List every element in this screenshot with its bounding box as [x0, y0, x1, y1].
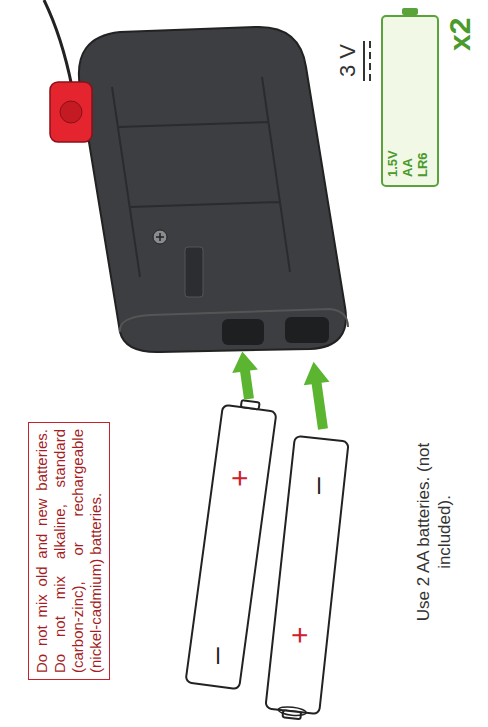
battery-spec: 1.5V — [385, 25, 400, 177]
battery-body — [185, 405, 276, 690]
insert-arrow — [301, 360, 336, 431]
battery-spec: LR6 — [415, 25, 430, 177]
screw — [153, 230, 167, 244]
switch-knob — [60, 101, 82, 123]
battery-icon-terminal — [402, 8, 418, 15]
battery — [185, 398, 277, 690]
polarity-sign: + — [221, 469, 259, 487]
wire — [44, 0, 72, 87]
arrow-shape — [301, 360, 336, 431]
battery-slot — [222, 319, 264, 345]
battery-holder — [79, 27, 346, 352]
voltage-label: 3 V — [334, 44, 362, 77]
polarity-sign: + — [281, 626, 319, 644]
instruction-note: Use 2 AA batteries. (not included). — [413, 437, 456, 627]
warning-box: Do not mix old and new batteries. Do not… — [28, 422, 110, 680]
polarity-sign: – — [298, 477, 336, 494]
insert-arrow — [229, 350, 261, 401]
screw-slot — [156, 233, 164, 241]
polarity-sign: – — [197, 647, 235, 664]
battery-icon: 1.5VAALR6 — [381, 15, 439, 187]
battery-terminal — [241, 400, 260, 409]
dc-symbol — [363, 41, 365, 81]
battery-spec: AA — [400, 25, 415, 177]
quantity-label: x2 — [441, 18, 479, 51]
holder-label-plate — [185, 247, 203, 297]
battery-slot — [285, 317, 329, 343]
dc-symbol — [369, 41, 371, 81]
battery-body — [265, 436, 348, 714]
battery — [265, 436, 349, 721]
arrow-shape — [229, 350, 261, 401]
power-switch — [50, 82, 92, 142]
battery-end — [278, 706, 307, 717]
warning-text: Do not mix old and new batteries. Do not… — [33, 429, 105, 673]
